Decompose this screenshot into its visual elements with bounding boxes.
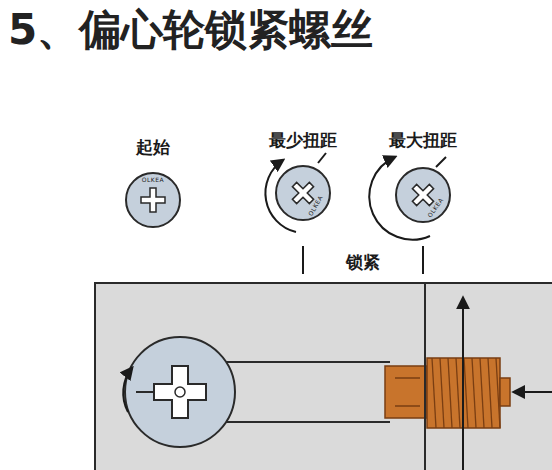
- bracket-line: [422, 246, 424, 274]
- cam-pin: [175, 387, 185, 397]
- tick-mark: [318, 153, 326, 163]
- action-label: 锁紧: [346, 251, 380, 274]
- screw-head-outline: [274, 164, 332, 222]
- thread-line: [432, 358, 436, 428]
- bolt-tip: [500, 378, 510, 406]
- thread-line: [464, 358, 468, 428]
- cam-wheel: [125, 337, 235, 447]
- direction-arrow: [514, 391, 552, 393]
- title: 5、偏心轮锁紧螺丝: [8, 2, 373, 58]
- screw-head: 最大扭距OLKEA: [368, 129, 478, 225]
- cross-slot: [154, 366, 206, 418]
- board-panel: [95, 283, 552, 470]
- screw-head: 最少扭距OLKEA: [248, 129, 358, 223]
- brand-mark: OLKEA: [142, 176, 164, 183]
- state-label: 起始: [98, 136, 208, 159]
- screw-head: 起始 OLKEA: [98, 136, 208, 230]
- cam-slot: [136, 391, 154, 393]
- direction-arrow: [462, 298, 464, 470]
- bolt-slot: [395, 405, 420, 407]
- bolt-threads: [432, 358, 500, 428]
- bolt-shaft: [226, 421, 390, 423]
- screw-head-outline: [394, 166, 452, 224]
- bolt-shaft: [226, 361, 390, 363]
- state-label: 最大扭距: [368, 129, 478, 152]
- bracket-line: [302, 246, 304, 274]
- state-label: 最少扭距: [248, 129, 358, 152]
- thread-line: [448, 358, 452, 428]
- thread-line: [456, 358, 460, 428]
- board-edge: [424, 283, 426, 470]
- tick-mark: [436, 157, 446, 167]
- thread-line: [472, 358, 476, 428]
- thread-line: [440, 358, 444, 428]
- bolt-slot: [395, 377, 420, 379]
- rotation-arrow: [123, 368, 132, 412]
- thread-line: [480, 358, 484, 428]
- bolt-collar: [385, 366, 427, 418]
- thread-line: [488, 358, 492, 428]
